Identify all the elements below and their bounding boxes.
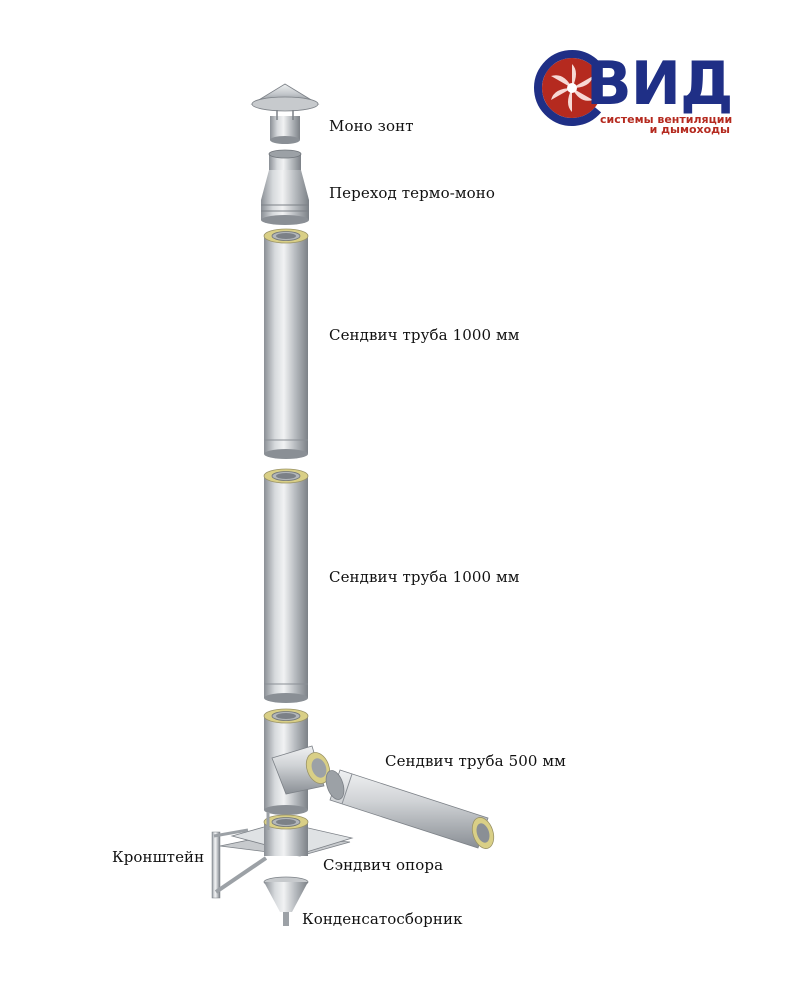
label-adapter: Переход термо-моно [329,184,496,202]
brand-tagline-line2: и дымоходы [649,123,730,136]
label-pipe-side: Сендвич труба 500 мм [385,752,566,770]
label-pipe-top: Сендвич труба 1000 мм [329,326,520,344]
pipe-middle-shape [263,468,309,703]
pipe-top-shape [263,228,309,459]
adapter-shape [261,149,309,225]
rain-cap-shape [250,83,320,144]
brand-tagline-line1: системы вентиляции [600,113,733,126]
label-condensate: Конденсатосборник [302,910,463,928]
condensate-shape [263,876,309,926]
label-bracket: Кронштейн [112,848,205,866]
bracket-shape [211,812,354,899]
tee-shape [263,708,331,815]
label-support: Сэндвич опора [323,856,444,874]
label-pipe-middle: Сендвич труба 1000 мм [329,568,520,586]
pipe-side-shape [325,769,495,849]
brand-name: ВИД [586,49,733,119]
label-rain-cap: Моно зонт [329,117,414,135]
